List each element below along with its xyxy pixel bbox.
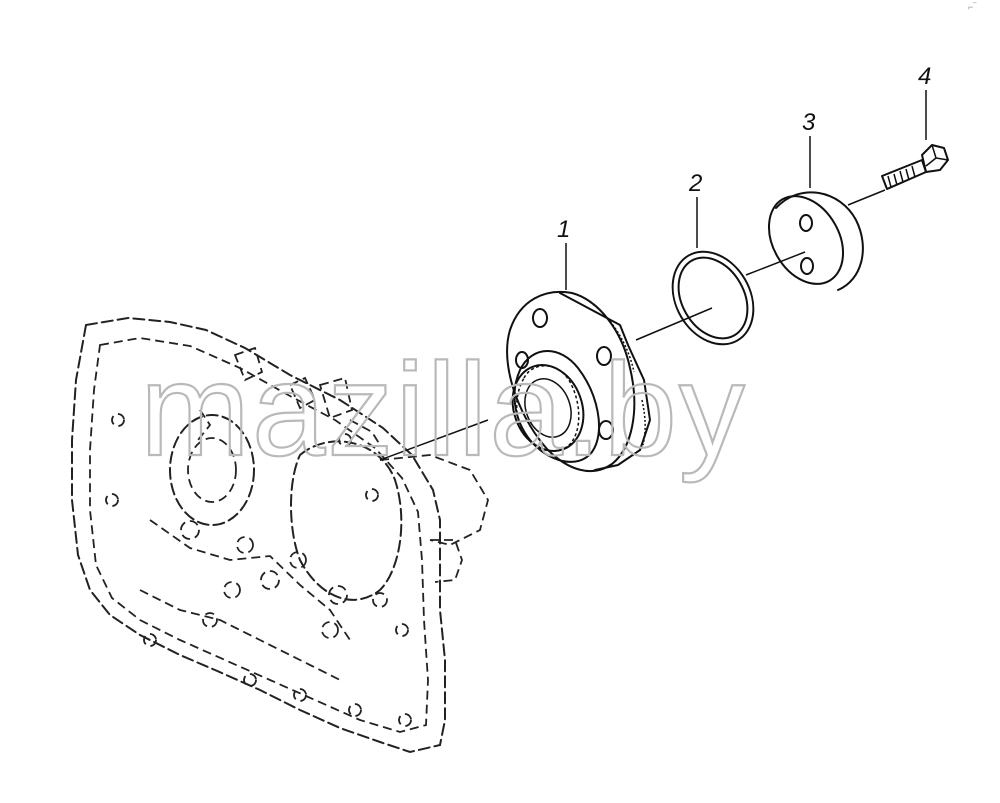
callout-4: 4: [918, 63, 931, 90]
callout-3: 3: [802, 109, 816, 136]
callout-labels: 1 2 3 4: [557, 63, 931, 243]
part-2-seal-ring: [671, 250, 755, 346]
part-3-washer: [768, 191, 864, 291]
part-1-flange: [505, 291, 651, 473]
callout-leaders: [565, 90, 927, 290]
callout-2: 2: [688, 170, 702, 197]
callout-1: 1: [557, 216, 570, 243]
corner-mark: ⌐‾: [968, 2, 977, 12]
assembly-axis: [379, 189, 886, 461]
watermark: mazilla.by: [140, 336, 747, 483]
gearbox-housing: [71, 316, 489, 754]
part-4-bolt: [881, 144, 949, 190]
